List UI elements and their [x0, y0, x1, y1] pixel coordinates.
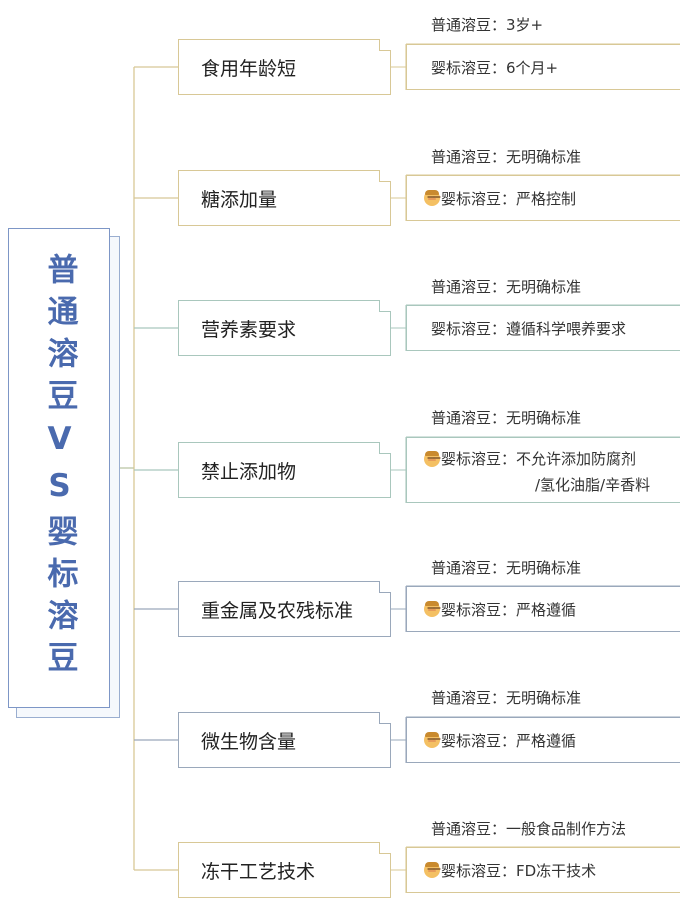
- page-fold-icon: [379, 300, 391, 312]
- infant-leaf-text: 婴标溶豆：严格控制: [441, 189, 577, 208]
- category-label: 微生物含量: [201, 730, 297, 753]
- baby-face-icon: [424, 732, 440, 748]
- category-label: 食用年龄短: [201, 57, 297, 80]
- infant-leaf: 婴标溶豆：FD冻干技术: [406, 847, 680, 893]
- category-node: 冻干工艺技术: [178, 842, 391, 898]
- infant-leaf: 婴标溶豆：严格遵循: [406, 717, 680, 763]
- infant-leaf-text: 婴标溶豆：FD冻干技术: [441, 861, 597, 880]
- category-label: 重金属及农残标准: [201, 599, 354, 622]
- category-label: 营养素要求: [201, 318, 297, 341]
- root-node: 普通溶豆VS婴标溶豆: [8, 228, 110, 708]
- baby-face-icon: [424, 862, 440, 878]
- page-fold-icon: [379, 39, 391, 51]
- infant-leaf-text-continued: /氢化油脂/辛香料: [535, 476, 651, 494]
- root-title: 普通溶豆VS婴标溶豆: [41, 253, 78, 683]
- infant-leaf: 婴标溶豆：严格控制: [406, 175, 680, 221]
- page-fold-icon: [379, 442, 391, 454]
- category-node: 重金属及农残标准: [178, 581, 391, 637]
- infant-leaf: 婴标溶豆：遵循科学喂养要求: [406, 305, 680, 351]
- category-node: 食用年龄短: [178, 39, 391, 95]
- infant-leaf-text: 婴标溶豆：遵循科学喂养要求: [431, 319, 627, 338]
- category-label: 禁止添加物: [201, 460, 297, 483]
- page-fold-icon: [379, 712, 391, 724]
- category-node: 禁止添加物: [178, 442, 391, 498]
- page-fold-icon: [379, 842, 391, 854]
- normal-leaf: 普通溶豆：无明确标准: [431, 689, 582, 707]
- normal-leaf: 普通溶豆：无明确标准: [431, 148, 582, 166]
- baby-face-icon: [424, 601, 440, 617]
- normal-leaf: 普通溶豆：无明确标准: [431, 559, 582, 577]
- baby-face-icon: [424, 450, 440, 467]
- normal-leaf: 普通溶豆：一般食品制作方法: [431, 820, 627, 838]
- baby-face-icon: [424, 190, 440, 206]
- infant-leaf-text: 婴标溶豆：严格遵循: [441, 731, 577, 750]
- normal-leaf: 普通溶豆：3岁+: [431, 16, 544, 34]
- infant-leaf-text: 婴标溶豆：6个月+: [431, 58, 559, 77]
- infant-leaf-text: 婴标溶豆：不允许添加防腐剂: [441, 450, 637, 468]
- category-label: 冻干工艺技术: [201, 860, 316, 883]
- infant-leaf-text: 婴标溶豆：严格遵循: [441, 600, 577, 619]
- page-fold-icon: [379, 581, 391, 593]
- page-fold-icon: [379, 170, 391, 182]
- normal-leaf: 普通溶豆：无明确标准: [431, 278, 582, 296]
- infant-leaf: 婴标溶豆：严格遵循: [406, 586, 680, 632]
- infant-leaf: 婴标溶豆：6个月+: [406, 44, 680, 90]
- category-node: 微生物含量: [178, 712, 391, 768]
- category-node: 糖添加量: [178, 170, 391, 226]
- infant-leaf: 婴标溶豆：不允许添加防腐剂 /氢化油脂/辛香料: [406, 437, 680, 503]
- category-node: 营养素要求: [178, 300, 391, 356]
- normal-leaf: 普通溶豆：无明确标准: [431, 409, 582, 427]
- category-label: 糖添加量: [201, 188, 278, 211]
